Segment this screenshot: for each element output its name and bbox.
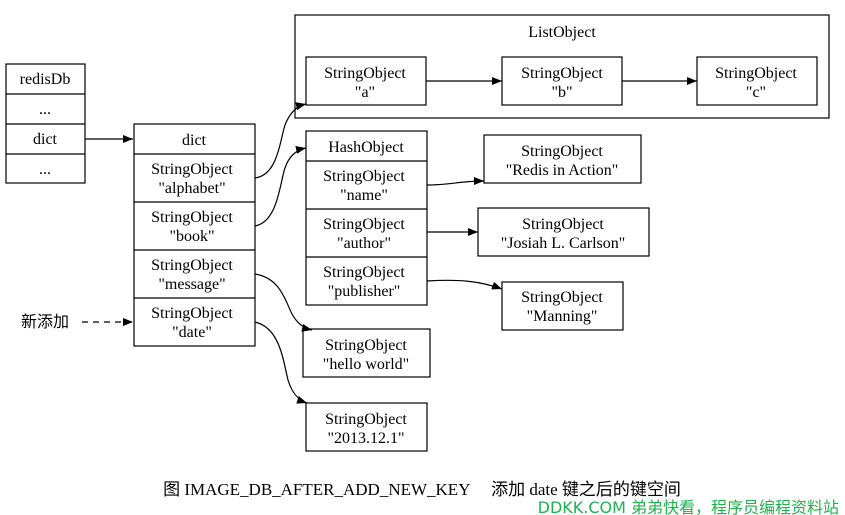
- redisdb-table: redisDb ... dict ...: [5, 63, 86, 184]
- value-node-text: "Manning": [527, 308, 598, 325]
- list-node-c-type: StringObject: [715, 65, 797, 82]
- dict-key-date: "date": [172, 324, 212, 341]
- hash-field-publisher-type: StringObject: [323, 264, 405, 281]
- value-node-josiah: StringObject "Josiah L. Carlson": [477, 207, 650, 257]
- list-object-cluster: ListObject StringObject "a" StringObject…: [294, 14, 830, 119]
- value-node-hello-world: StringObject "hello world": [302, 328, 431, 378]
- edge-alphabet-to-list: [254, 102, 307, 179]
- dict-table: dict StringObject "alphabet" StringObjec…: [133, 123, 256, 347]
- dict-title: dict: [182, 132, 207, 149]
- value-node-type: StringObject: [325, 337, 407, 354]
- edge-publisher-to-manning: [426, 279, 503, 290]
- value-node-type: StringObject: [325, 411, 407, 428]
- value-node-outline: [302, 328, 431, 378]
- redisdb-row-ellipsis: ...: [39, 161, 51, 178]
- dict-outline: [133, 123, 256, 347]
- list-object-title: ListObject: [528, 24, 596, 41]
- hash-object-title: HashObject: [328, 139, 404, 156]
- redisdb-row-dict: dict: [33, 131, 58, 148]
- hash-field-author: "author": [337, 235, 391, 252]
- value-node-outline: [477, 207, 650, 257]
- edge-name-to-redis-in-action: [426, 177, 485, 186]
- redisdb-row-ellipsis: ...: [39, 101, 51, 118]
- list-node-a-value: "a": [355, 84, 375, 101]
- value-node-outline: [483, 134, 642, 184]
- list-node-b-value: "b": [551, 84, 572, 101]
- list-node-b-type: StringObject: [521, 65, 603, 82]
- hash-object-table: HashObject StringObject "name" StringObj…: [305, 130, 428, 306]
- value-node-text: "hello world": [323, 356, 409, 373]
- edge-book-to-hash: [254, 146, 307, 227]
- value-node-text: "Josiah L. Carlson": [501, 235, 626, 252]
- list-node-a: [305, 56, 427, 106]
- value-node-redis-in-action: StringObject "Redis in Action": [483, 134, 642, 184]
- hash-field-name: "name": [340, 187, 388, 204]
- edge-message-to-hello: [254, 273, 313, 332]
- list-node-a-type: StringObject: [324, 65, 406, 82]
- dict-key-alphabet-type: StringObject: [151, 161, 233, 178]
- dict-key-book-type: StringObject: [151, 209, 233, 226]
- new-key-label: 新添加: [21, 313, 69, 331]
- dict-key-message-type: StringObject: [151, 257, 233, 274]
- value-node-outline: [305, 402, 428, 452]
- hash-field-author-type: StringObject: [323, 216, 405, 233]
- site-watermark: DDKK.COM 弟弟快看，程序员编程资料站: [538, 498, 839, 515]
- edge-date-to-value: [254, 321, 308, 404]
- figure-caption: 图 IMAGE_DB_AFTER_ADD_NEW_KEY 添加 date 键之后…: [163, 480, 681, 499]
- redisdb-title: redisDb: [20, 71, 71, 88]
- value-node-date: StringObject "2013.12.1": [305, 402, 428, 452]
- value-node-type: StringObject: [522, 216, 604, 233]
- value-node-type: StringObject: [521, 143, 603, 160]
- value-node-manning: StringObject "Manning": [501, 281, 624, 331]
- value-node-type: StringObject: [521, 289, 603, 306]
- value-node-text: "Redis in Action": [506, 162, 619, 179]
- list-node-b: [501, 56, 623, 106]
- dict-key-book: "book": [169, 228, 214, 245]
- hash-field-name-type: StringObject: [323, 168, 405, 185]
- value-node-text: "2013.12.1": [327, 430, 404, 447]
- list-node-c: [696, 56, 818, 106]
- dict-key-alphabet: "alphabet": [158, 180, 225, 197]
- value-node-outline: [501, 281, 624, 331]
- hash-field-publisher: "publisher": [328, 283, 401, 300]
- dict-key-message: "message": [158, 276, 225, 293]
- hash-object-outline: [305, 130, 428, 306]
- dict-key-date-type: StringObject: [151, 305, 233, 322]
- list-node-c-value: "c": [746, 84, 766, 101]
